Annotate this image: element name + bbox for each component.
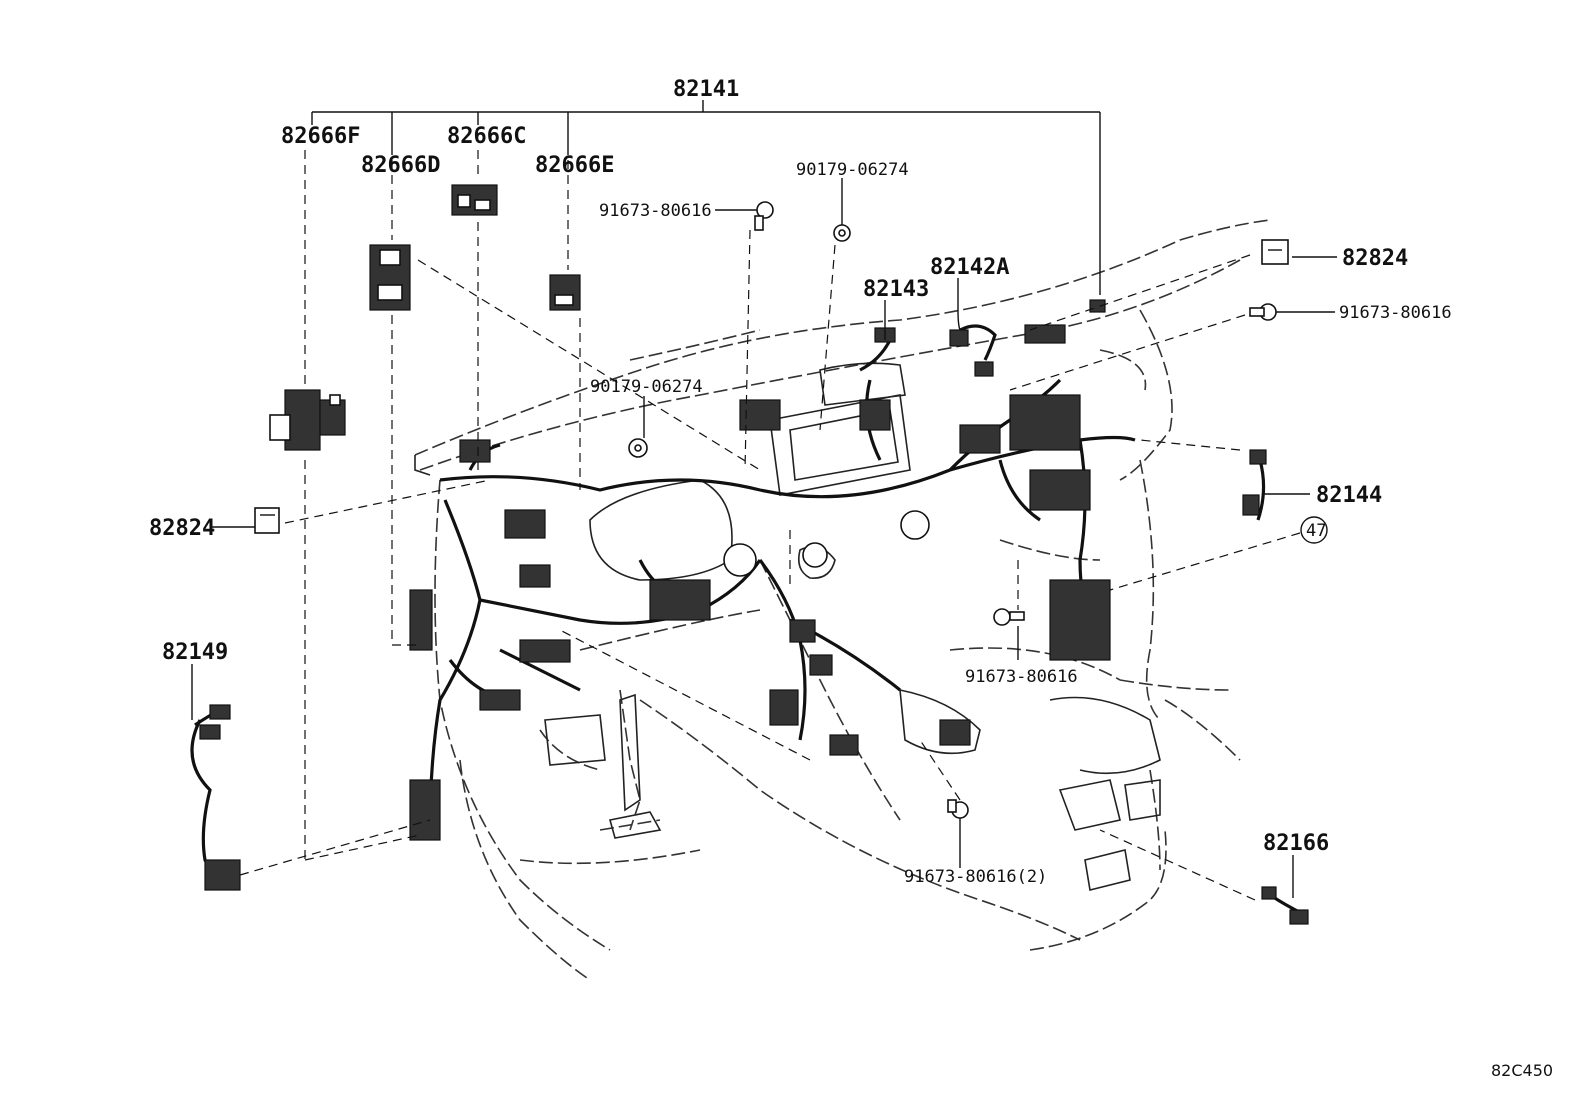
label-82824-right: 82824 bbox=[1342, 246, 1408, 271]
part-82824-left-block bbox=[254, 507, 280, 534]
label-82144: 82144 bbox=[1316, 483, 1382, 508]
part-91673-bolt-bottom bbox=[947, 799, 969, 819]
part-82666C-connector bbox=[451, 184, 498, 216]
label-91673-center: 91673-80616 bbox=[965, 667, 1078, 687]
part-90179-clamp-top bbox=[833, 224, 851, 242]
ref-circle-47 bbox=[1300, 516, 1328, 544]
label-82666D: 82666D bbox=[361, 153, 440, 178]
dashed-reference-lines bbox=[239, 150, 1301, 901]
part-82144-wire bbox=[1242, 449, 1267, 521]
label-82666C: 82666C bbox=[447, 124, 526, 149]
label-82666F: 82666F bbox=[281, 124, 360, 149]
part-91673-bolt-top bbox=[754, 201, 774, 231]
harness-connectors bbox=[409, 299, 1111, 841]
label-82143: 82143 bbox=[863, 277, 929, 302]
part-90179-clamp-mid bbox=[628, 438, 648, 458]
label-82142A: 82142A bbox=[930, 255, 1009, 280]
part-82142A-wire bbox=[949, 324, 997, 377]
label-90179-mid: 90179-06274 bbox=[590, 377, 703, 397]
part-91673-bolt-right bbox=[1249, 303, 1277, 321]
part-82149-wire bbox=[190, 704, 241, 891]
part-82666F-connector bbox=[269, 389, 346, 451]
label-82666E: 82666E bbox=[535, 153, 614, 178]
diagram-code: 82C450 bbox=[1491, 1061, 1553, 1080]
part-91673-bolt-center bbox=[993, 608, 1025, 626]
leader-lines bbox=[191, 100, 1337, 898]
label-91673-bottom: 91673-80616(2) bbox=[904, 867, 1047, 887]
label-91673-top: 91673-80616 bbox=[599, 201, 712, 221]
label-82141: 82141 bbox=[673, 77, 739, 102]
part-82666E-connector bbox=[549, 274, 581, 311]
label-ref-47: 47 bbox=[1306, 521, 1326, 541]
part-82824-right-block bbox=[1261, 239, 1289, 265]
dashboard-outline bbox=[414, 219, 1271, 981]
part-82166-wire bbox=[1261, 886, 1309, 925]
label-82166: 82166 bbox=[1263, 831, 1329, 856]
label-90179-top: 90179-06274 bbox=[796, 160, 909, 180]
label-82149: 82149 bbox=[162, 640, 228, 665]
label-82824-left: 82824 bbox=[149, 516, 215, 541]
label-91673-right: 91673-80616 bbox=[1339, 303, 1452, 323]
part-82666D-connector bbox=[369, 244, 411, 311]
